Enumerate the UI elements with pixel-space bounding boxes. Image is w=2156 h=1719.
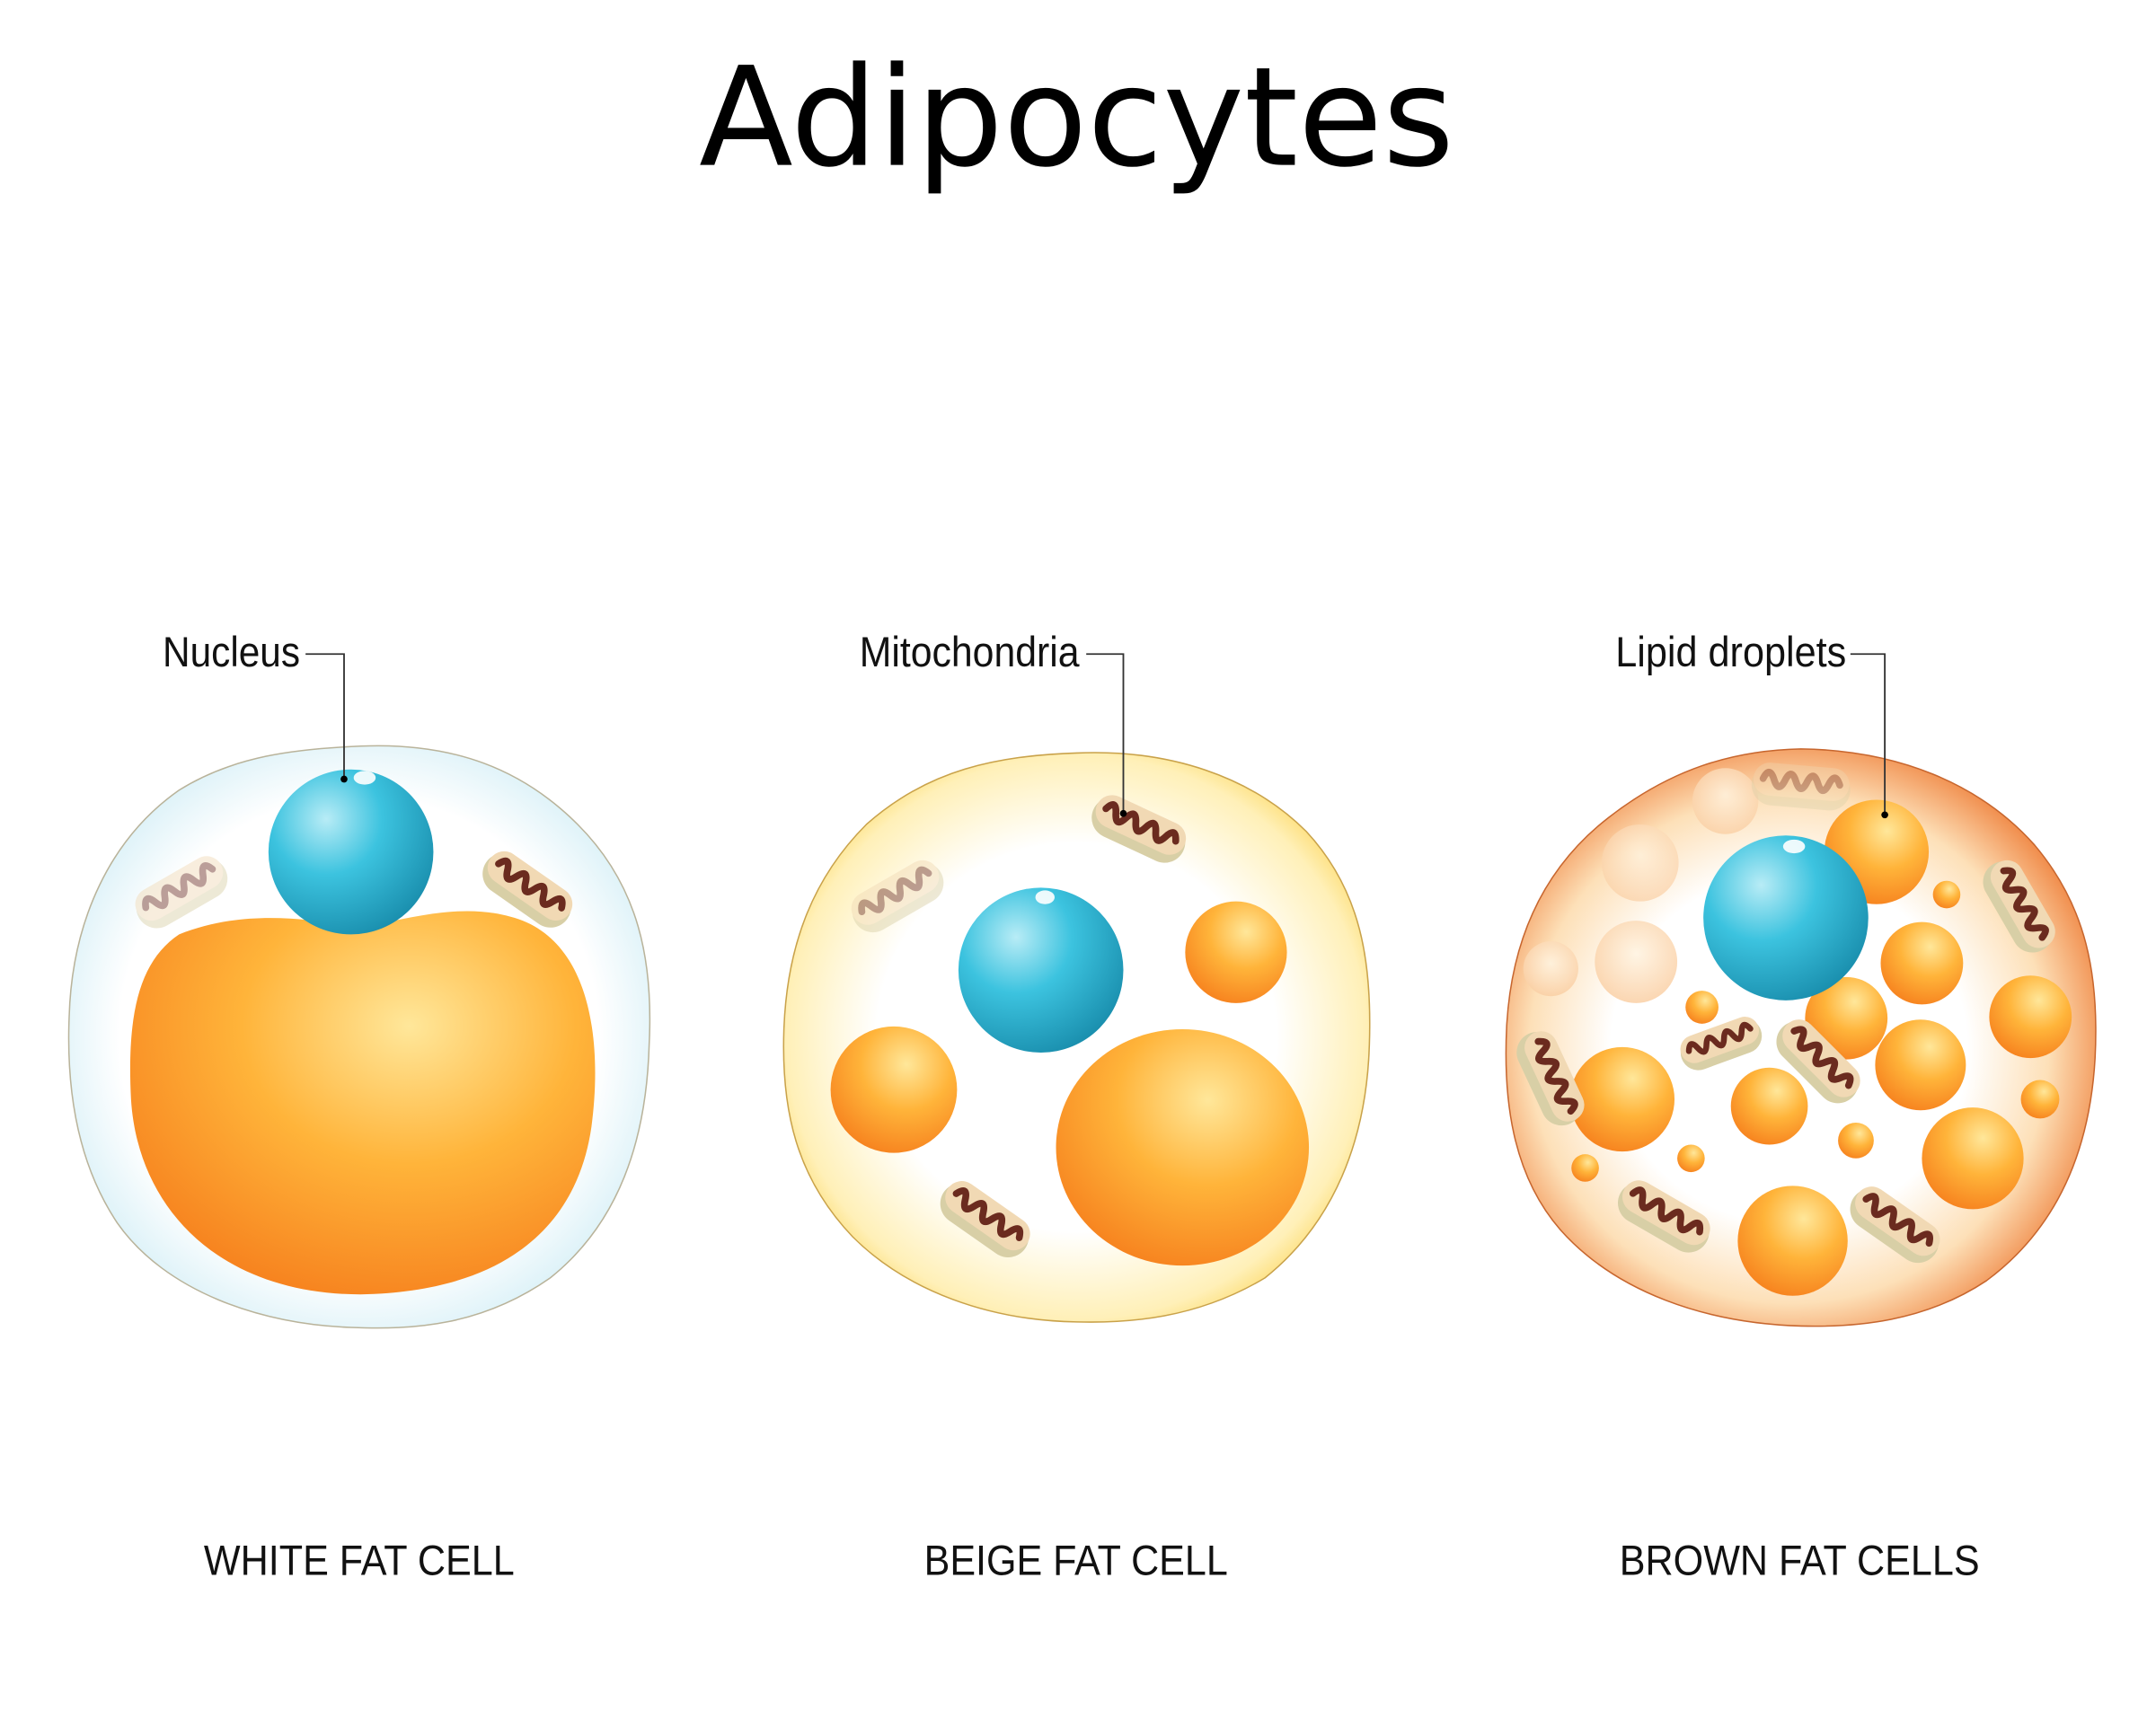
lipid-droplet xyxy=(1989,975,2072,1059)
lipid-droplet xyxy=(1922,1107,2024,1210)
lipid-droplet xyxy=(1677,1144,1705,1173)
white-fat-cell xyxy=(67,745,651,1329)
lipid-droplet xyxy=(1185,901,1287,1003)
lipid-droplet xyxy=(1692,768,1759,834)
lipid-droplet xyxy=(2020,1080,2060,1119)
page-title: Adipocytes xyxy=(699,39,1454,198)
lipid-droplet xyxy=(1523,941,1578,997)
nucleus-icon xyxy=(1703,835,1869,1001)
lipid-droplet xyxy=(1880,921,1964,1005)
lipid-droplet xyxy=(1595,921,1678,1003)
lipid-droplet xyxy=(129,911,596,1295)
pointer-dot xyxy=(1119,809,1127,817)
caption-white-fat-cell: WHITE FAT CELL xyxy=(204,1537,515,1584)
callout-label: Lipid droplets xyxy=(1615,629,1846,676)
nucleus-icon xyxy=(268,769,434,935)
lipid-droplet xyxy=(1685,991,1719,1024)
pointer-dot xyxy=(1881,811,1888,819)
callout-nucleus: Nucleus xyxy=(163,629,348,783)
pointer-dot xyxy=(340,775,348,783)
leader-line xyxy=(305,653,345,780)
lipid-droplet xyxy=(1875,1019,1966,1111)
callout-label: Mitochondria xyxy=(860,629,1080,676)
lipid-droplet xyxy=(1737,1186,1848,1296)
lipid-droplet xyxy=(830,1026,958,1153)
callout-lipid-droplets: Lipid droplets xyxy=(1615,629,1888,819)
callout-mitochondria: Mitochondria xyxy=(860,629,1127,817)
leader-line xyxy=(1850,653,1886,815)
leader-line xyxy=(1086,653,1125,814)
brown-fat-cell xyxy=(1505,748,2097,1327)
lipid-droplet xyxy=(1805,976,1888,1060)
callout-label: Nucleus xyxy=(163,629,300,676)
caption-brown-fat-cells: BROWN FAT CELLS xyxy=(1620,1537,1980,1584)
lipid-droplet xyxy=(1571,1154,1599,1182)
beige-fat-cell xyxy=(782,752,1371,1323)
caption-beige-fat-cell: BEIGE FAT CELL xyxy=(924,1537,1228,1584)
nucleus-icon xyxy=(958,887,1124,1053)
lipid-droplet xyxy=(1932,880,1961,909)
lipid-droplet xyxy=(1838,1122,1874,1159)
lipid-droplet xyxy=(1056,1028,1310,1266)
lipid-droplet xyxy=(1730,1067,1808,1145)
lipid-droplet xyxy=(1601,824,1679,902)
lipid-droplet xyxy=(1569,1046,1675,1152)
